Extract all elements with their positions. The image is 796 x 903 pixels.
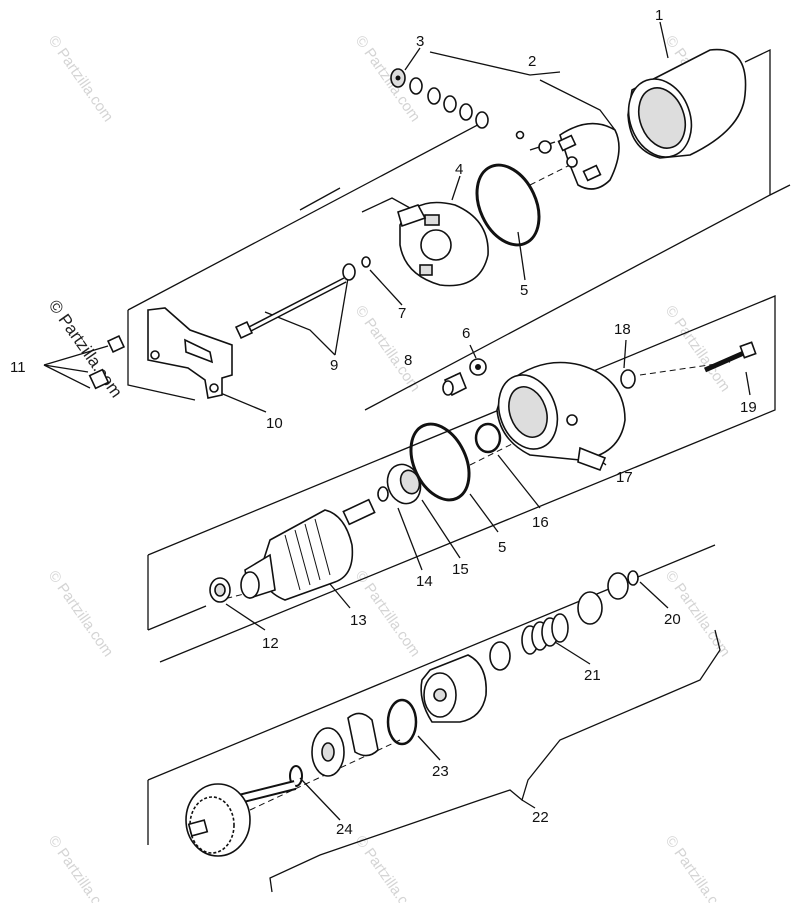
part-21-spring bbox=[489, 591, 603, 671]
callout-labels: 1 2 3 4 5 6 7 8 9 10 11 12 13 14 15 16 1… bbox=[10, 7, 757, 838]
part-24-ring bbox=[289, 765, 303, 787]
part-14-circlip bbox=[377, 486, 389, 502]
part-23-ring bbox=[386, 698, 418, 746]
part-clutch-gear bbox=[420, 654, 487, 723]
part-15-bearing bbox=[386, 463, 422, 505]
watermark-11: © Partzilla.com bbox=[662, 833, 734, 903]
part-10-bracket bbox=[147, 307, 233, 399]
callout-9: 9 bbox=[330, 357, 338, 374]
part-5-o-ring-upper bbox=[475, 163, 541, 247]
callout-24: 24 bbox=[336, 821, 353, 838]
callout-21: 21 bbox=[584, 667, 601, 684]
callout-17: 17 bbox=[616, 469, 633, 486]
callout-10: 10 bbox=[266, 415, 283, 432]
part-7-o-ring-small bbox=[361, 256, 371, 268]
callout-5-lower: 5 bbox=[498, 539, 506, 556]
part-17-front-housing bbox=[496, 361, 626, 472]
callout-22: 22 bbox=[532, 809, 549, 826]
callout-4: 4 bbox=[455, 161, 463, 178]
callout-23: 23 bbox=[432, 763, 449, 780]
callout-11: 11 bbox=[10, 359, 26, 376]
leader-lines bbox=[43, 21, 751, 893]
part-11-screws bbox=[88, 334, 126, 390]
part-16-o-ring bbox=[474, 422, 502, 454]
watermark-10: © Partzilla.com bbox=[352, 833, 424, 903]
part-1-yoke bbox=[627, 48, 747, 159]
watermark-5: © Partzilla.com bbox=[662, 303, 734, 396]
callout-12: 12 bbox=[262, 635, 279, 652]
part-9-through-bolt bbox=[234, 263, 356, 340]
callout-13: 13 bbox=[350, 612, 367, 629]
callout-16: 16 bbox=[532, 514, 549, 531]
part-2-brush-holder bbox=[515, 122, 620, 190]
watermark-layer: © Partzilla.com © Partzilla.com © Partzi… bbox=[45, 33, 734, 903]
callout-2: 2 bbox=[528, 53, 536, 70]
watermark-6: © Partzilla.com bbox=[45, 568, 117, 661]
callout-14: 14 bbox=[416, 573, 433, 590]
callout-15: 15 bbox=[452, 561, 469, 578]
part-output-gear bbox=[185, 780, 297, 857]
part-clutch-plates bbox=[311, 712, 379, 777]
callout-6: 6 bbox=[462, 325, 470, 342]
callout-19: 19 bbox=[740, 399, 757, 416]
callout-5-upper: 5 bbox=[520, 282, 528, 299]
watermark-4: © Partzilla.com bbox=[352, 303, 424, 396]
callout-20: 20 bbox=[664, 611, 681, 628]
part-4-rear-cover bbox=[397, 201, 489, 287]
watermark-9: © Partzilla.com bbox=[45, 833, 117, 903]
callout-8: 8 bbox=[404, 352, 412, 369]
part-3-nut-washer-stack bbox=[390, 68, 489, 129]
part-13-armature bbox=[240, 498, 376, 601]
callout-18: 18 bbox=[614, 321, 631, 338]
watermark-1: © Partzilla.com bbox=[45, 33, 117, 126]
part-6-nut bbox=[469, 358, 487, 376]
callout-3: 3 bbox=[416, 33, 424, 50]
part-20-clip-and-collar bbox=[607, 570, 639, 600]
part-18-washer bbox=[620, 369, 636, 389]
part-12-bushing bbox=[209, 577, 231, 603]
callout-7: 7 bbox=[398, 305, 406, 322]
part-19-bolt bbox=[703, 341, 757, 373]
part-8-terminal-bolt bbox=[442, 371, 468, 397]
callout-1: 1 bbox=[655, 7, 663, 24]
